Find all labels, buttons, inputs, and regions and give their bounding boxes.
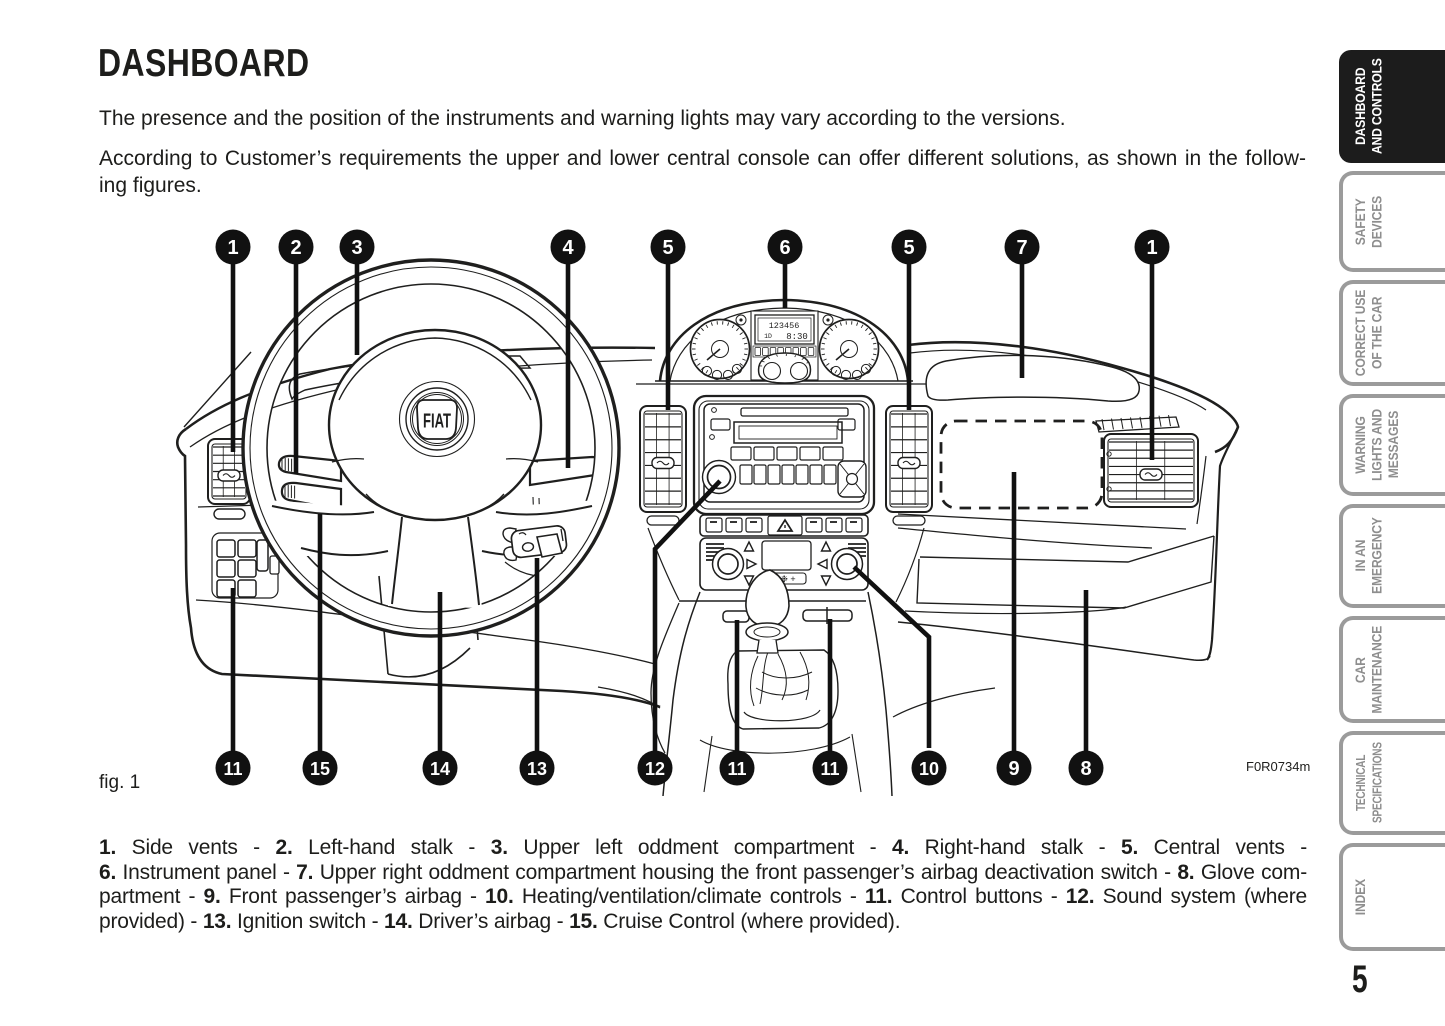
- svg-text:11: 11: [727, 759, 746, 779]
- svg-text:15: 15: [310, 759, 330, 779]
- svg-text:9: 9: [1008, 758, 1019, 780]
- svg-text:7: 7: [1016, 237, 1027, 259]
- svg-text:11: 11: [223, 759, 242, 779]
- svg-text:8:30: 8:30: [786, 332, 808, 342]
- svg-text:12: 12: [645, 759, 665, 779]
- svg-text:11: 11: [820, 759, 839, 779]
- svg-text:5: 5: [903, 237, 914, 259]
- svg-text:4: 4: [562, 237, 574, 259]
- svg-text:13: 13: [527, 759, 547, 779]
- svg-text:❉ +: ❉ +: [780, 574, 795, 584]
- svg-text:14: 14: [430, 759, 450, 779]
- svg-text:3: 3: [351, 237, 362, 259]
- svg-text:1: 1: [227, 237, 238, 259]
- svg-text:8: 8: [1080, 758, 1091, 780]
- svg-text:FIAT: FIAT: [423, 411, 451, 433]
- svg-text:1: 1: [1146, 237, 1157, 259]
- svg-text:1D: 1D: [764, 333, 772, 340]
- svg-text:2: 2: [290, 237, 301, 259]
- svg-text:10: 10: [919, 759, 939, 779]
- svg-text:123456: 123456: [769, 321, 800, 331]
- svg-text:6: 6: [779, 237, 790, 259]
- svg-text:5: 5: [662, 237, 673, 259]
